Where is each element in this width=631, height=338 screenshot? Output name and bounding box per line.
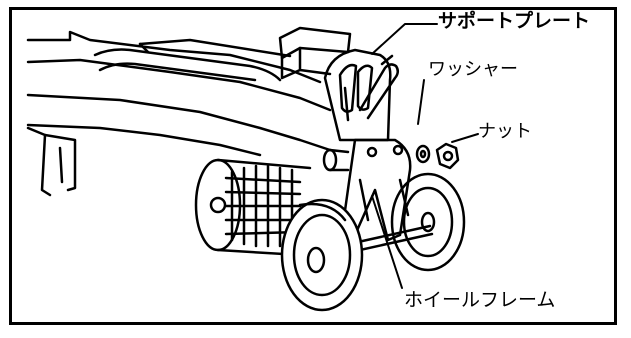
machine-leg	[26, 126, 77, 197]
support-plate-label: サポートプレート	[438, 10, 591, 32]
motor	[194, 158, 312, 257]
wheel-frame-leader	[371, 195, 403, 289]
plate-pin	[322, 148, 350, 172]
machine-beam	[26, 30, 332, 157]
washer-label: ワッシャー	[428, 59, 518, 80]
support-plate-leader	[371, 23, 438, 55]
nut-label: ナット	[478, 121, 532, 142]
washer-leader	[417, 79, 425, 125]
front-wheel	[280, 198, 364, 312]
wheel-frame-label: ホイールフレーム	[404, 289, 556, 311]
support-plate	[323, 48, 399, 142]
rear-wheel	[390, 172, 466, 272]
nut-shape	[435, 142, 460, 170]
washer-shape	[415, 144, 431, 164]
nut-leader	[451, 133, 479, 143]
